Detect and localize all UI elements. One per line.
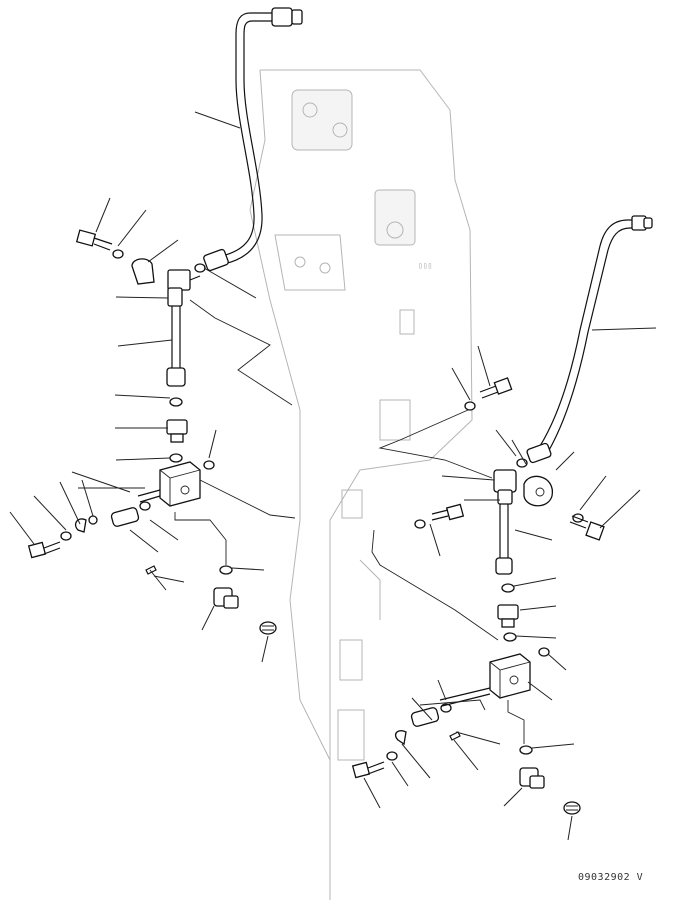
valve-block-right: [489, 653, 531, 699]
check-valve-right: [410, 687, 491, 727]
o-ring-left-4: [203, 460, 215, 470]
o-ring-left-5: [219, 565, 233, 575]
o-ring-right-4: [538, 647, 550, 657]
main-valve-body-faint: ▯▯▯: [249, 69, 473, 900]
elbow-fitting-left: [167, 269, 201, 307]
snap-ring-left: [88, 515, 98, 525]
adapter-left: [166, 419, 188, 443]
washer-right-top: [464, 401, 476, 411]
o-ring-left-2: [169, 397, 183, 407]
drawing-reference-code: 09032902 V: [578, 872, 644, 883]
hose-end-fitting-bottom-left: [203, 248, 229, 272]
pin-right: [449, 731, 461, 741]
o-ring-left-3: [169, 453, 183, 463]
washer-left-top: [112, 249, 124, 259]
cap-nut-left: [259, 621, 277, 635]
tube-end-left: [166, 367, 186, 387]
hose-end-fitting-top-left: [271, 7, 293, 27]
o-ring-right-5: [519, 745, 533, 755]
bolt-right-mid: [431, 503, 465, 521]
valve-block-left: [159, 461, 201, 507]
washer-left-2: [60, 531, 72, 541]
o-ring-right-2: [501, 583, 515, 593]
left-hose-assembly: [27, 7, 303, 635]
tube-end-right: [495, 557, 513, 575]
retainer-right: [394, 730, 407, 746]
bolt-left-bottom: [27, 541, 61, 559]
bolt-right-side: [569, 515, 605, 541]
o-ring-left-1: [194, 263, 206, 273]
check-valve-left: [110, 489, 161, 527]
pin-left: [145, 565, 157, 575]
adapter-right: [497, 604, 519, 628]
bolt-right-bottom: [351, 761, 385, 779]
hose-end-fitting-bottom-right: [526, 442, 552, 464]
clamp-right: [523, 475, 553, 507]
elbow-fitting-lower-right: [519, 767, 545, 789]
clamp-left: [131, 258, 155, 285]
right-hose-assembly: [351, 215, 653, 815]
retainer-left: [74, 518, 87, 533]
elbow-fitting-lower-left: [213, 587, 239, 609]
bolt-right-top: [479, 377, 513, 399]
cap-nut-right: [563, 801, 581, 815]
svg-text:▯▯▯: ▯▯▯: [418, 261, 432, 270]
washer-right-3: [386, 751, 398, 761]
elbow-fitting-right: [493, 469, 517, 505]
o-ring-right-3: [503, 632, 517, 642]
washer-right-mid: [414, 519, 426, 529]
left-leader-lines: [9, 111, 269, 663]
bolt-left-top: [75, 229, 113, 251]
right-leader-lines: [363, 327, 657, 841]
